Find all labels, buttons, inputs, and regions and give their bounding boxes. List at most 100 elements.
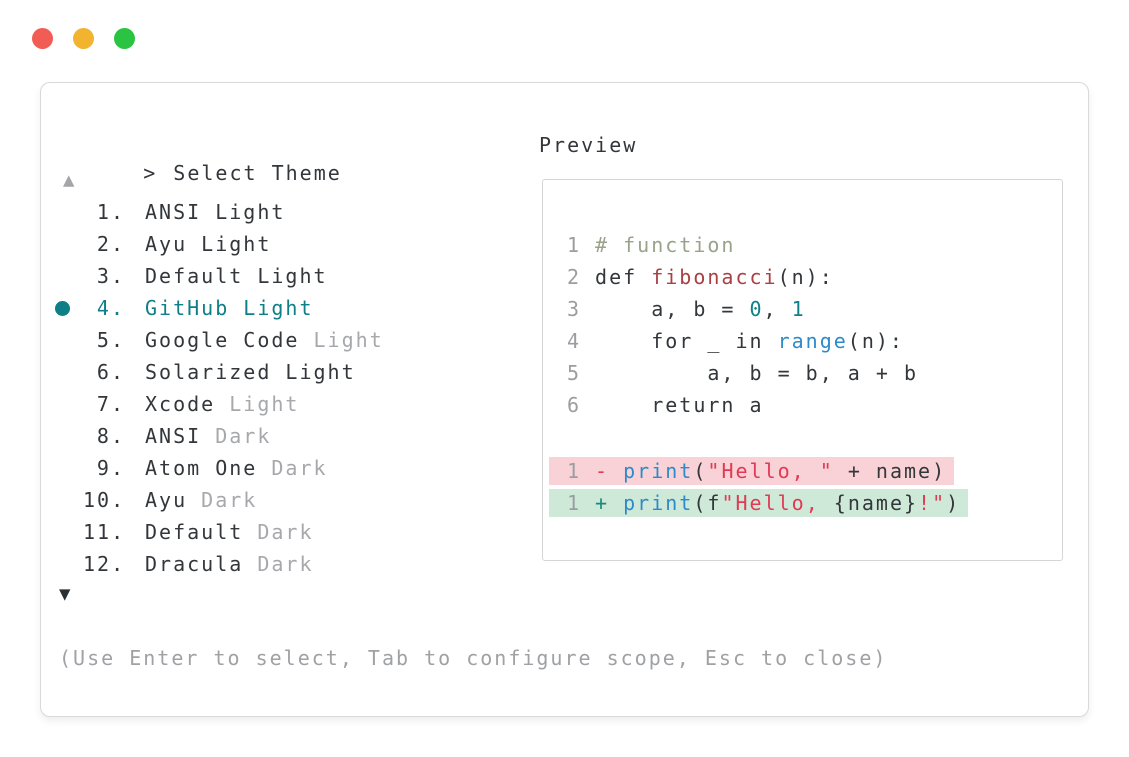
spacer xyxy=(125,228,145,260)
theme-name: Atom One xyxy=(145,456,272,480)
code-token-t xyxy=(581,459,595,483)
selection-dot-cell xyxy=(51,388,83,420)
theme-label: ANSI Light xyxy=(145,196,285,228)
theme-number: 12. xyxy=(83,552,126,576)
theme-label: ANSI Dark xyxy=(145,420,271,452)
code-token-add: + xyxy=(595,490,610,515)
code-token-del: - xyxy=(595,458,610,483)
theme-variant: Dark xyxy=(257,520,314,544)
selection-dot-cell xyxy=(51,356,83,388)
theme-variant: Light xyxy=(201,232,272,256)
code-token-t xyxy=(581,233,595,257)
theme-name: Google Code xyxy=(145,328,314,352)
theme-variant: Light xyxy=(215,200,286,224)
theme-number: 1. xyxy=(96,200,125,224)
spacer xyxy=(125,324,145,356)
code-line: 2 def fibonacci(n): xyxy=(543,261,1062,293)
code-token-nu: 0 xyxy=(749,297,764,321)
code-token-ln: 6 xyxy=(567,393,582,417)
code-line-blank xyxy=(543,421,1062,453)
code-line: 6 return a xyxy=(543,389,1062,421)
theme-name: Default xyxy=(145,520,258,544)
close-button-icon[interactable] xyxy=(32,28,53,49)
theme-name: GitHub xyxy=(145,296,244,320)
theme-label: Atom One Dark xyxy=(145,452,328,484)
code-token-ln: 1 xyxy=(567,458,582,483)
theme-number: 4. xyxy=(96,296,125,320)
selection-dot-cell xyxy=(51,452,83,484)
code-line: 1 # function xyxy=(543,229,1062,261)
theme-item[interactable]: 6.Solarized Light xyxy=(41,356,384,388)
scroll-down-icon[interactable]: ▼ xyxy=(59,583,71,605)
theme-item[interactable]: 2. Ayu Light xyxy=(41,228,384,260)
spacer xyxy=(125,516,145,548)
theme-item[interactable]: 7.Xcode Light xyxy=(41,388,384,420)
theme-label: Ayu Light xyxy=(145,228,271,260)
theme-variant: Light xyxy=(285,360,356,384)
theme-label: GitHub Light xyxy=(145,292,314,324)
code-token-t: ( xyxy=(693,458,708,483)
selection-dot-cell xyxy=(51,420,83,452)
theme-number: 2. xyxy=(96,232,125,256)
code-token-t: (f xyxy=(693,490,722,515)
theme-item[interactable]: 10.Ayu Dark xyxy=(41,484,384,516)
theme-name: ANSI xyxy=(145,424,216,448)
spacer xyxy=(125,420,145,452)
theme-label: Solarized Light xyxy=(145,356,356,388)
theme-name: ANSI xyxy=(145,200,216,224)
code-token-t: return a xyxy=(581,393,764,417)
theme-item[interactable]: 4. GitHub Light xyxy=(41,292,384,324)
scroll-up-icon[interactable]: ▲ xyxy=(63,169,75,191)
selection-dot-cell xyxy=(51,516,83,548)
theme-item[interactable]: 3.Default Light xyxy=(41,260,384,292)
preview-title: Preview xyxy=(539,133,638,157)
theme-variant: Dark xyxy=(201,488,258,512)
theme-name: Dracula xyxy=(145,552,258,576)
selection-dot-cell xyxy=(51,548,83,580)
theme-name: Solarized xyxy=(145,360,286,384)
code-token-t: a, b = b, a + b xyxy=(581,361,918,385)
code-token-t: for _ in xyxy=(581,329,778,353)
code-token-t xyxy=(581,491,595,515)
minimize-button-icon[interactable] xyxy=(73,28,94,49)
selection-dot-cell xyxy=(51,484,83,516)
code-token-t: def xyxy=(581,265,652,289)
theme-name: Ayu xyxy=(145,488,202,512)
spacer xyxy=(125,196,145,228)
code-token-ln: 4 xyxy=(567,329,582,353)
code-token-t: {name} xyxy=(833,490,919,515)
theme-item[interactable]: 1. ANSI Light xyxy=(41,196,384,228)
code-token-ln: 3 xyxy=(567,297,582,321)
maximize-button-icon[interactable] xyxy=(114,28,135,49)
spacer xyxy=(125,260,145,292)
selection-dot-cell xyxy=(51,260,83,292)
code-token-fn: fibonacci xyxy=(651,265,778,289)
theme-number: 9. xyxy=(96,456,125,480)
code-line: 4 for _ in range(n): xyxy=(543,325,1062,357)
theme-name: Ayu xyxy=(145,232,202,256)
theme-label: Xcode Light xyxy=(145,388,299,420)
theme-label: Ayu Dark xyxy=(145,484,257,516)
page-title: Select Theme xyxy=(173,161,342,185)
code-token-ln: 1 xyxy=(567,490,582,515)
theme-item[interactable]: 8.ANSI Dark xyxy=(41,420,384,452)
keyboard-hint: (Use Enter to select, Tab to configure s… xyxy=(59,646,888,670)
theme-item[interactable]: 12.Dracula Dark xyxy=(41,548,384,580)
select-theme-prompt: > Select Theme xyxy=(59,131,342,215)
theme-item[interactable]: 9. Atom One Dark xyxy=(41,452,384,484)
diff-highlight-removed: 1 - print("Hello, " + name) xyxy=(549,456,955,485)
code-line: 5 a, b = b, a + b xyxy=(543,357,1062,389)
theme-variant: Light xyxy=(229,392,300,416)
prompt-caret: > xyxy=(143,161,158,185)
theme-number: 3. xyxy=(96,264,125,288)
theme-item[interactable]: 11.Default Dark xyxy=(41,516,384,548)
code-token-nu: 1 xyxy=(791,297,806,321)
diff-line-removed: 1 - print("Hello, " + name) xyxy=(543,453,1062,485)
selection-dot-icon xyxy=(55,300,70,316)
code-token-bi: range xyxy=(777,329,848,353)
theme-item[interactable]: 5.Google Code Light xyxy=(41,324,384,356)
spacer xyxy=(125,548,145,580)
